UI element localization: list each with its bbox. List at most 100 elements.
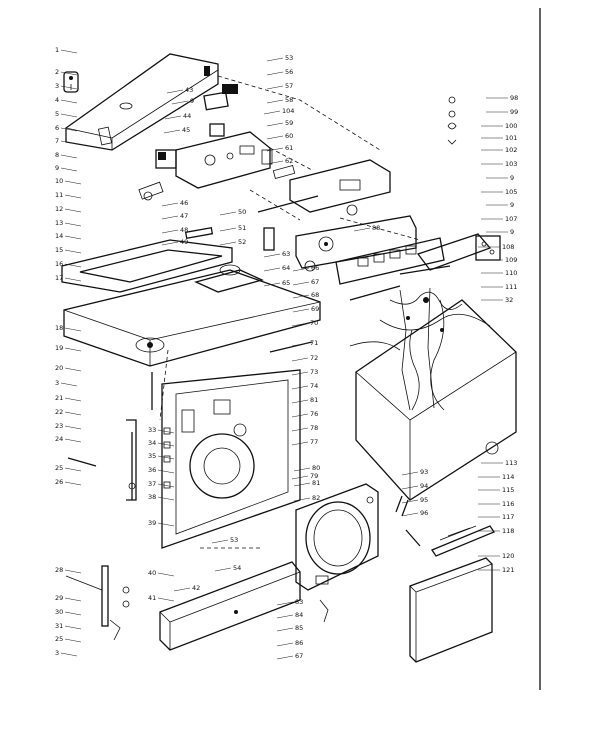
callout-label: 110	[505, 269, 517, 277]
top-lid	[61, 227, 233, 293]
callout-label: 40	[148, 569, 156, 577]
leader-line	[161, 215, 179, 220]
callout-label: 20	[55, 364, 63, 372]
callout-label: 9	[55, 164, 59, 172]
leader-line	[64, 569, 82, 574]
leader-line	[157, 442, 175, 447]
front-cabinet-panel	[131, 369, 301, 549]
callout-label: 12	[55, 205, 63, 213]
leader-line	[219, 241, 237, 246]
leader-line	[60, 127, 78, 132]
callout-label: 22	[55, 408, 63, 416]
callout-label: 53	[230, 536, 238, 544]
callout-label: 35	[148, 452, 156, 460]
leader-line	[64, 481, 82, 486]
callout-label: 98	[510, 94, 518, 102]
info-plates	[203, 84, 296, 179]
leader-line	[291, 441, 309, 446]
callout-label: 62	[285, 157, 293, 165]
callout-label: 51	[238, 224, 246, 232]
leader-line	[64, 411, 82, 416]
callout-label: 84	[295, 611, 303, 619]
leader-line	[60, 140, 78, 145]
rear-cabinet	[355, 299, 517, 501]
callout-label: 25	[55, 464, 63, 472]
leader-line	[219, 211, 237, 216]
callout-label: 3	[55, 82, 59, 90]
callout-label: 76	[310, 410, 318, 418]
callout-label: 8	[55, 151, 59, 159]
control-panel-frame	[257, 159, 391, 251]
leader-line	[353, 227, 371, 232]
callout-label: 61	[285, 144, 293, 152]
callout-label: 1	[55, 46, 59, 54]
callout-label: 36	[148, 466, 156, 474]
leader-line	[64, 277, 82, 282]
callout-label: 26	[55, 478, 63, 486]
callout-label: 72	[310, 354, 318, 362]
callout-numbers: 1234567891011121314151617181920321222324…	[55, 46, 518, 660]
leader-line	[276, 642, 294, 647]
leader-line	[291, 371, 309, 376]
leader-line	[266, 71, 284, 76]
leader-line	[401, 471, 419, 476]
callout-label: 53	[285, 54, 293, 62]
leader-line	[64, 249, 82, 254]
callout-label: 58	[285, 96, 293, 104]
callout-label: 74	[310, 382, 318, 390]
leader-line	[276, 614, 294, 619]
callout-label: 21	[55, 394, 63, 402]
leader-line	[293, 467, 311, 472]
leader-line	[292, 267, 310, 272]
leader-line	[60, 99, 78, 104]
callout-label: 15	[55, 246, 63, 254]
callout-label: 24	[55, 435, 63, 443]
control-bracket	[138, 131, 271, 201]
callout-label: 11	[55, 191, 63, 199]
leader-line	[64, 235, 82, 240]
callout-label: 67	[311, 278, 319, 286]
callout-label: 3	[55, 379, 59, 387]
callout-label: 82	[312, 494, 320, 502]
door-frame	[295, 483, 379, 623]
leader-line	[64, 467, 82, 472]
callout-label: 69	[311, 305, 319, 313]
callout-label: 80	[312, 464, 320, 472]
callout-label: 23	[55, 422, 63, 430]
leader-line	[164, 115, 182, 120]
leader-line	[161, 241, 179, 246]
callout-label: 46	[180, 199, 188, 207]
callout-label: 9	[510, 201, 514, 209]
leader-line	[291, 427, 309, 432]
leader-line	[266, 160, 284, 165]
callout-label: 99	[510, 108, 518, 116]
callout-label: 39	[148, 519, 156, 527]
leader-line	[60, 71, 78, 76]
callout-label: 108	[502, 243, 514, 251]
leader-line	[211, 539, 229, 544]
leader-line	[64, 625, 82, 630]
leader-line	[157, 455, 175, 460]
callout-label: 31	[55, 622, 63, 630]
callout-label: 71	[310, 339, 318, 347]
callout-label: 103	[505, 160, 517, 168]
cabinet-top	[63, 264, 321, 367]
leader-line	[292, 294, 310, 299]
callout-label: 117	[502, 513, 514, 521]
callout-label: 101	[505, 134, 517, 142]
callout-label: 107	[505, 215, 517, 223]
callout-label: 60	[285, 132, 293, 140]
callout-label: 121	[502, 566, 514, 574]
callout-label: 65	[282, 279, 290, 287]
leader-line	[60, 382, 78, 387]
callout-label: 49	[180, 238, 188, 246]
callout-label: 109	[505, 256, 517, 264]
callout-label: 38	[148, 493, 156, 501]
leader-line	[401, 499, 419, 504]
leader-line	[60, 113, 78, 118]
leader-line	[291, 475, 309, 480]
small-hardware	[447, 96, 457, 145]
leader-line	[64, 263, 82, 268]
leader-line	[214, 567, 232, 572]
